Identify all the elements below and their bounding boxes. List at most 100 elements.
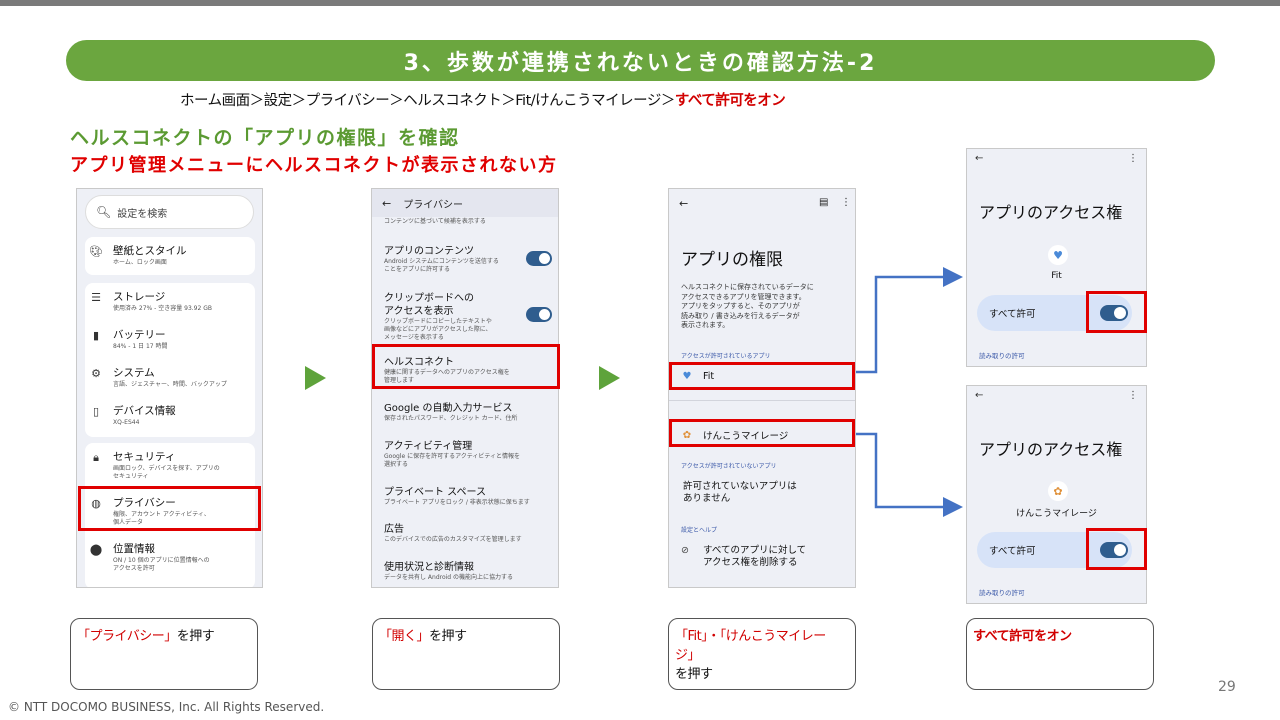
more-icon[interactable]: ⋮ <box>841 197 851 208</box>
highlight-kenko <box>669 419 855 447</box>
kenko-read-permission-label: 読み取りの許可 <box>979 589 1025 597</box>
app-permissions-description: ヘルスコネクトに保存されているデータに アクセスできるアプリを管理できます。 ア… <box>681 283 814 329</box>
privacy-header: ← プライバシー <box>372 189 558 217</box>
clipboard-toggle[interactable] <box>526 307 552 322</box>
privacy-item-label: ヘルスコネクト <box>384 357 454 368</box>
privacy-item-sub: プライベート アプリをロック / 非表示状態に保ちます <box>384 499 530 506</box>
caption-step-3: 「Fit」・「けんこうマイレージ」を押す <box>668 618 856 690</box>
privacy-item-autofill[interactable]: Google の自動入力サービス 保存されたパスワード、クレジット カード、住所 <box>384 402 554 423</box>
arrow-to-kenko <box>856 432 963 517</box>
caption-1-rest: を押す <box>176 629 215 644</box>
settings-item-location[interactable]: ⬤ 位置情報 ON / 10 個のアプリに位置情報への アクセスを許可 <box>89 543 210 573</box>
highlight-kenko-toggle <box>1086 528 1147 570</box>
caption-step-2: 「開く」を押す <box>372 618 560 690</box>
more-icon[interactable]: ⋮ <box>1128 153 1138 164</box>
fit-access-title: アプリのアクセス権 <box>979 203 1123 222</box>
heart-icon: ♥ <box>682 371 692 382</box>
privacy-item-label: アクティビティ管理 <box>384 441 473 452</box>
settings-item-label: 位置情報 <box>113 543 155 555</box>
storage-icon: ☰ <box>91 291 101 304</box>
privacy-item-label: クリップボードへの アクセスを表示 <box>384 293 474 317</box>
settings-item-wallpaper[interactable]: 🎨︎ 壁紙とスタイルホーム、ロック画面 <box>89 245 187 267</box>
caption-1-red: 「プライバシー」 <box>77 629 177 644</box>
caption-3-red: 「Fit」・「けんこうマイレージ」 <box>675 629 826 663</box>
section-subheading: アプリ管理メニューにヘルスコネクトが表示されない方 <box>70 155 558 176</box>
settings-item-sub: 権限、アカウント アクティビティ、 個人データ <box>113 511 210 526</box>
step-arrow-icon <box>599 366 620 390</box>
more-icon[interactable]: ⋮ <box>1128 390 1138 401</box>
document-icon[interactable]: ▤ <box>819 197 829 208</box>
back-arrow-icon[interactable]: ← <box>382 196 392 210</box>
settings-item-label: ストレージ <box>113 291 166 303</box>
settings-item-label: 壁紙とスタイル <box>113 245 187 257</box>
palette-icon: 🎨︎ <box>89 245 103 258</box>
settings-help-label: 設定とヘルプ <box>681 527 718 534</box>
settings-card <box>85 443 255 587</box>
battery-icon: ▮ <box>92 329 100 342</box>
allowed-apps-label: アクセスが許可されているアプリ <box>681 353 771 360</box>
privacy-item-activity[interactable]: アクティビティ管理 Google に保存を許可するアクティビティと情報を 選択す… <box>384 440 554 469</box>
page-number: 29 <box>1218 679 1236 695</box>
settings-screen: 🔍︎ 設定を検索 🎨︎ 壁紙とスタイルホーム、ロック画面 ☰ ストレージ使用済み… <box>76 188 263 588</box>
settings-search-bar[interactable]: 🔍︎ 設定を検索 <box>85 195 254 229</box>
app-row-kenko[interactable]: ✿ けんこうマイレージ <box>681 428 789 443</box>
revoke-all-label: すべてのアプリに対して アクセス権を削除する <box>703 545 807 568</box>
privacy-item-sub: このデバイスでの広告のカスタマイズを管理します <box>384 536 522 543</box>
caption-2-red: 「開く」 <box>379 629 430 644</box>
breadcrumb-path: ホーム画面＞設定＞プライバシー＞ヘルスコネクト＞Fit/けんこうマイレージ＞ <box>180 93 675 109</box>
highlight-fit <box>669 362 855 390</box>
settings-item-battery[interactable]: ▮ バッテリー 84% - 1 日 17 時間 <box>89 329 168 351</box>
privacy-item-sub: データを共有し Android の機能向上に協力する <box>384 574 514 581</box>
kenko-allow-all-label: すべて許可 <box>989 546 1036 557</box>
privacy-item-sub: Android システムにコンテンツを送信する ことをアプリに許可する <box>384 258 499 273</box>
privacy-item-private-space[interactable]: プライベート スペース プライベート アプリをロック / 非表示状態に保ちます <box>384 486 554 507</box>
location-icon: ⬤ <box>89 543 103 556</box>
app-label-fit: Fit <box>703 371 715 382</box>
privacy-item-clipboard[interactable]: クリップボードへの アクセスを表示 クリップボードにコピーしたテキストや 画像な… <box>384 292 554 342</box>
privacy-item-label: 広告 <box>384 524 404 535</box>
settings-item-sub: 画面ロック、デバイスを探す、アプリの セキュリティ <box>113 465 220 480</box>
settings-item-sub: 84% - 1 日 17 時間 <box>113 343 168 350</box>
search-placeholder: 設定を検索 <box>117 208 168 220</box>
privacy-item-label: 使用状況と診断情報 <box>384 562 474 573</box>
privacy-item-health-connect[interactable]: ヘルスコネクト 健康に関するデータへのアプリのアクセス権を 管理します <box>384 356 554 385</box>
fit-logo-icon: ♥ <box>1048 245 1068 265</box>
settings-item-sub: ON / 10 個のアプリに位置情報への アクセスを許可 <box>113 557 210 572</box>
privacy-item-label: Google の自動入力サービス <box>384 403 513 414</box>
highlight-privacy <box>78 486 261 531</box>
fit-allow-all-toggle[interactable] <box>1100 305 1128 321</box>
kenko-allow-all-toggle[interactable] <box>1100 542 1128 558</box>
privacy-item-app-content[interactable]: アプリのコンテンツ Android システムにコンテンツを送信する ことをアプリ… <box>384 245 554 274</box>
fit-allow-all-label: すべて許可 <box>989 309 1036 320</box>
privacy-item-sub: 保存されたパスワード、クレジット カード、住所 <box>384 415 518 422</box>
kenko-app-name: けんこうマイレージ <box>1016 509 1097 519</box>
settings-item-storage[interactable]: ☰ ストレージ使用済み 27% - 空き容量 93.92 GB <box>89 291 212 313</box>
gear-icon: ⚙ <box>91 367 101 380</box>
breadcrumb-action: すべて許可をオン <box>674 93 786 109</box>
back-arrow-icon[interactable]: ← <box>975 390 984 401</box>
privacy-item-cut: コンテンツに基づいて候補を表示する <box>384 218 554 226</box>
settings-item-system[interactable]: ⚙ システム言語、ジェスチャー、時間、バックアップ <box>89 367 227 389</box>
app-content-toggle[interactable] <box>526 251 552 266</box>
settings-item-sub: 使用済み 27% - 空き容量 93.92 GB <box>113 305 212 312</box>
kenko-access-title: アプリのアクセス権 <box>979 440 1123 459</box>
settings-item-sub: XQ-ES44 <box>113 419 140 426</box>
settings-item-security[interactable]: 🔒︎ セキュリティ画面ロック、デバイスを探す、アプリの セキュリティ <box>89 451 220 481</box>
app-permissions-title: アプリの権限 <box>681 250 783 270</box>
revoke-all-access[interactable]: ⊘ すべてのアプリに対して アクセス権を削除する <box>681 545 806 569</box>
copyright-footer: © NTT DOCOMO BUSINESS, Inc. All Rights R… <box>8 700 325 714</box>
back-arrow-icon[interactable]: ← <box>679 197 689 210</box>
highlight-health-connect <box>372 344 560 389</box>
settings-item-sub: ホーム、ロック画面 <box>113 259 167 266</box>
top-border <box>0 0 1280 6</box>
settings-item-privacy[interactable]: ◍ プライバシー権限、アカウント アクティビティ、 個人データ <box>89 497 210 527</box>
app-row-fit[interactable]: ♥ Fit <box>681 371 715 382</box>
arrow-to-fit <box>856 267 963 374</box>
privacy-item-usage[interactable]: 使用状況と診断情報 データを共有し Android の機能向上に協力する <box>384 561 554 582</box>
settings-item-label: バッテリー <box>113 329 166 341</box>
privacy-item-ads[interactable]: 広告 このデバイスでの広告のカスタマイズを管理します <box>384 523 554 544</box>
privacy-item-sub: コンテンツに基づいて候補を表示する <box>384 218 486 225</box>
back-arrow-icon[interactable]: ← <box>975 153 984 164</box>
privacy-item-sub: Google に保存を許可するアクティビティと情報を 選択する <box>384 453 521 468</box>
